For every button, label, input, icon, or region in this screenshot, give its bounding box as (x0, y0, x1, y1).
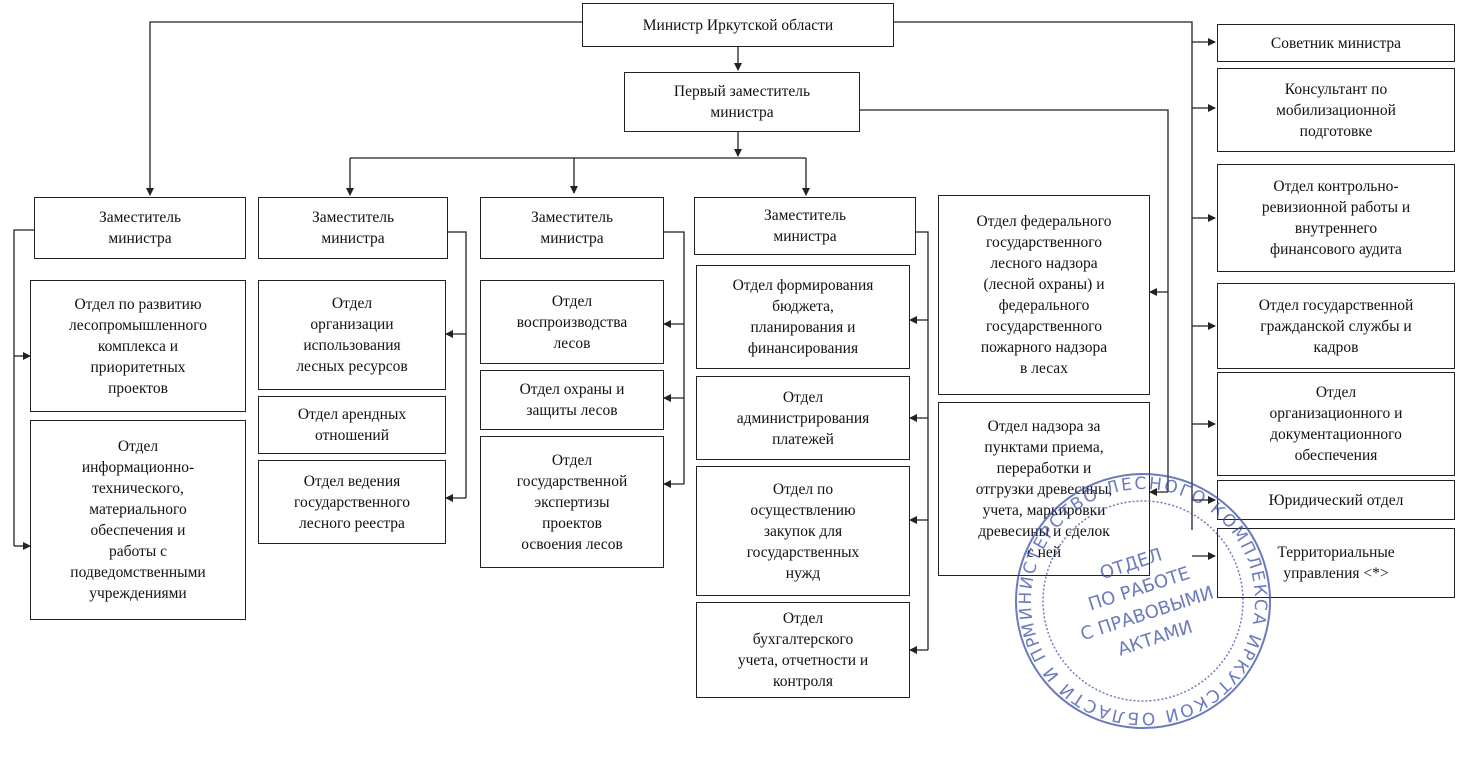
dept-budget-planning: Отдел формирования бюджета, планирования… (696, 265, 910, 369)
dept-forest-resources-use: Отдел организации использования лесных р… (258, 280, 446, 390)
mobilization-consultant-box: Консультант по мобилизационной подготовк… (1217, 68, 1455, 152)
dept-audit: Отдел контрольно- ревизионной работы и в… (1217, 164, 1455, 272)
dept-procurement: Отдел по осуществлению закупок для госуд… (696, 466, 910, 596)
dept-forest-protection: Отдел охраны и защиты лесов (480, 370, 664, 430)
deputy-box-3: Заместитель министра (480, 197, 664, 259)
deputy-box-4: Заместитель министра (694, 197, 916, 255)
dept-lease-relations: Отдел арендных отношений (258, 396, 446, 454)
dept-accounting: Отдел бухгалтерского учета, отчетности и… (696, 602, 910, 698)
deputy-box-1: Заместитель министра (34, 197, 246, 259)
dept-documentation: Отдел организационного и документационно… (1217, 372, 1455, 476)
first-deputy-box: Первый заместитель министра (624, 72, 860, 132)
dept-timber-supervision: Отдел надзора за пунктами приема, перера… (938, 402, 1150, 576)
dept-federal-forest-supervision: Отдел федерального государственного лесн… (938, 195, 1150, 395)
advisor-box: Советник министра (1217, 24, 1455, 62)
connector-lines (13, 21, 1216, 654)
dept-forest-industry: Отдел по развитию лесопромышленного комп… (30, 280, 246, 412)
dept-forest-reproduction: Отдел воспроизводства лесов (480, 280, 664, 364)
dept-payment-administration: Отдел администрирования платежей (696, 376, 910, 460)
dept-state-forest-registry: Отдел ведения государственного лесного р… (258, 460, 446, 544)
dept-info-tech-support: Отдел информационно- технического, матер… (30, 420, 246, 620)
territorial-offices-box: Территориальные управления <*> (1217, 528, 1455, 598)
dept-civil-service: Отдел государственной гражданской службы… (1217, 283, 1455, 369)
dept-state-expertise: Отдел государственной экспертизы проекто… (480, 436, 664, 568)
legal-dept-box: Юридический отдел (1217, 480, 1455, 520)
minister-box: Министр Иркутской области (582, 3, 894, 47)
deputy-box-2: Заместитель министра (258, 197, 448, 259)
